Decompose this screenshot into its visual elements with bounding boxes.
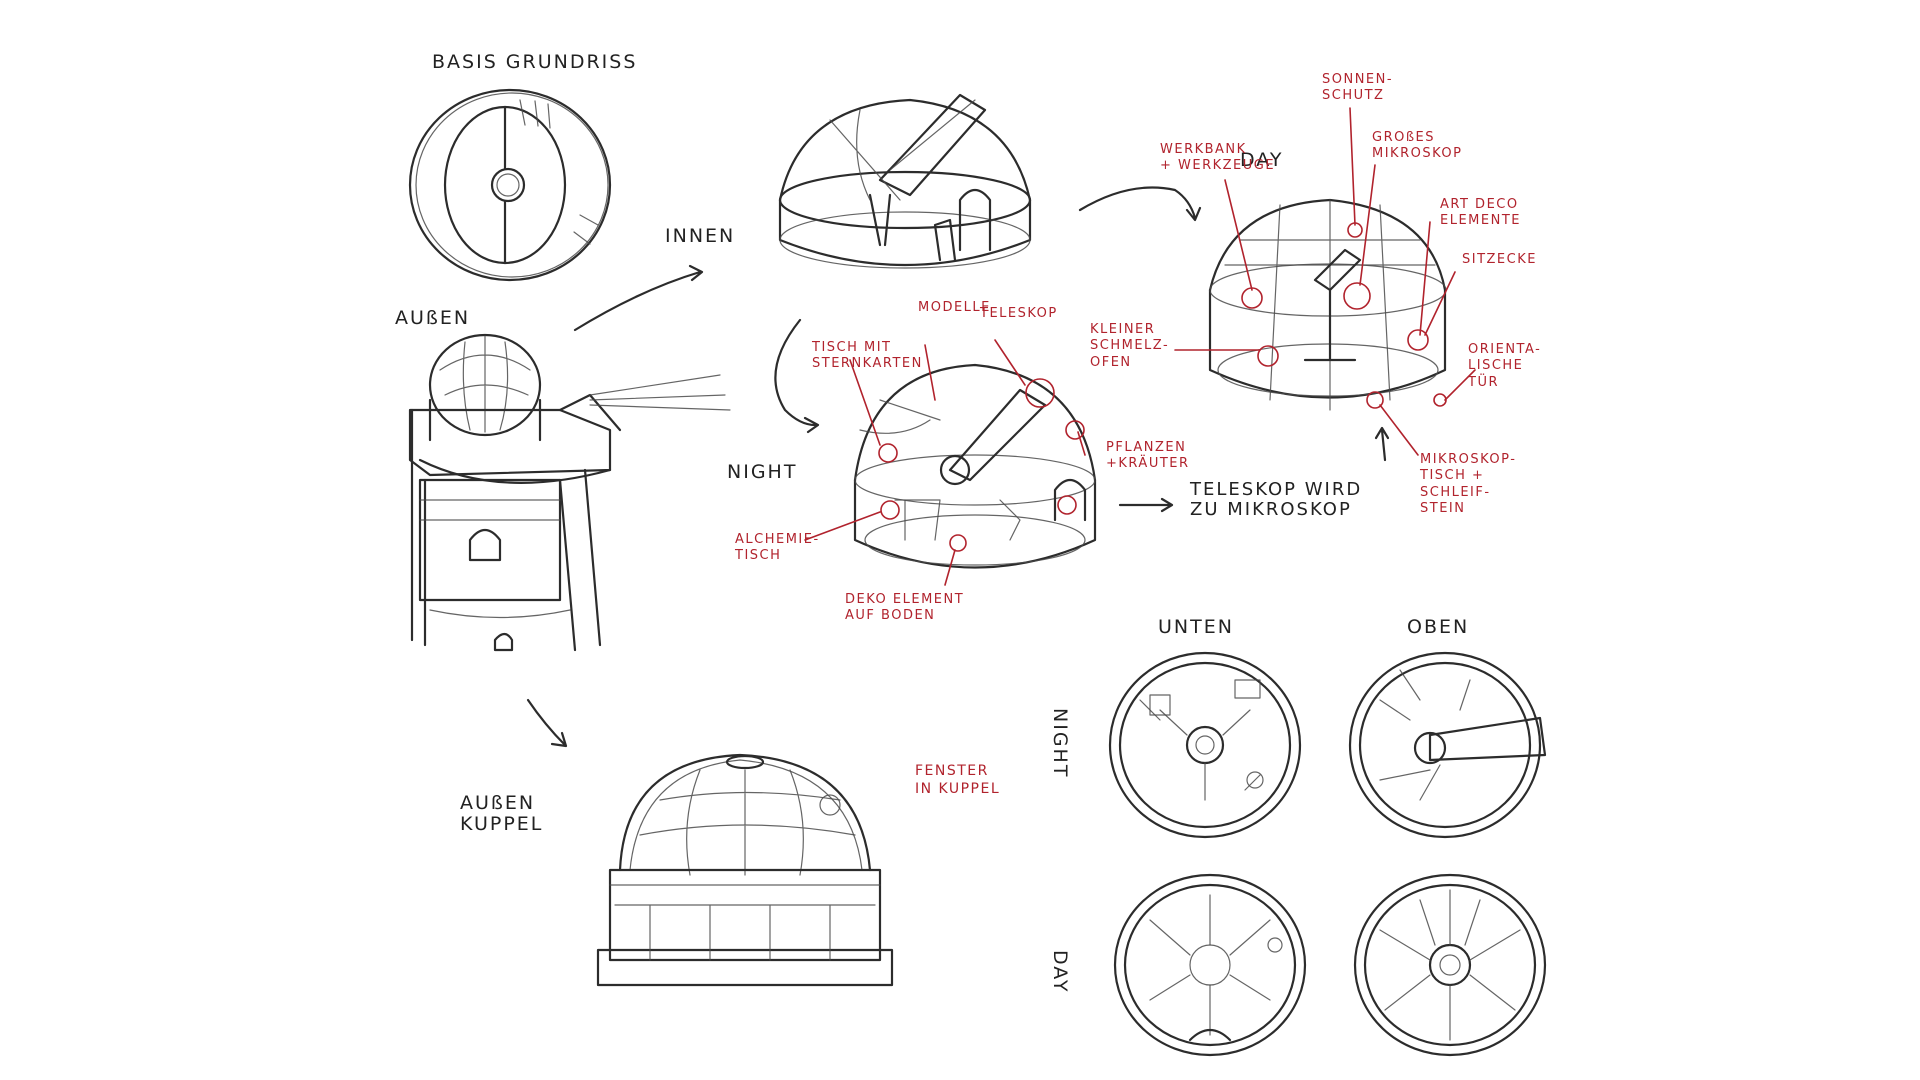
night-dome-sketch <box>804 339 1097 586</box>
label-day-vertical: DAY <box>1049 950 1071 994</box>
label-basis-grundriss: BASIS GRUNDRISS <box>432 51 638 73</box>
arrow-up-mikroskop <box>1374 426 1390 462</box>
note-orientalische-tuer: ORIENTA- LISCHE TÜR <box>1468 342 1542 390</box>
floor-plan-sketch <box>408 88 612 282</box>
label-aussen-kuppel: AUßEN KUPPEL <box>460 792 544 835</box>
note-fenster: FENSTER IN KUPPEL <box>915 763 1001 797</box>
label-night: NIGHT <box>727 461 798 483</box>
arrow-kuppel <box>526 698 568 748</box>
plan-day-oben <box>1353 873 1547 1057</box>
note-mikroskoptisch: MIKROSKOP- TISCH + SCHLEIF- STEIN <box>1420 452 1517 516</box>
note-pflanzen: PFLANZEN +KRÄUTER <box>1106 440 1190 472</box>
note-werkbank: WERKBANK + WERKZEUGE <box>1160 142 1276 174</box>
label-innen: INNEN <box>665 225 736 247</box>
plan-night-unten <box>1108 651 1302 839</box>
label-night-vertical: NIGHT <box>1049 708 1071 779</box>
plan-day-unten <box>1113 873 1307 1057</box>
arrow-day <box>1078 186 1202 222</box>
note-grosses-mikroskop: GROßES MIKROSKOP <box>1372 130 1463 162</box>
day-dome-sketch <box>1174 107 1476 456</box>
label-day: DAY <box>1240 149 1284 171</box>
note-kleiner-ofen: KLEINER SCHMELZ- OFEN <box>1090 322 1170 370</box>
note-art-deco: ART DECO ELEMENTE <box>1440 197 1521 229</box>
label-unten: UNTEN <box>1158 616 1234 638</box>
note-tisch-sternkarten: TISCH MIT STERNKARTEN <box>812 340 923 372</box>
note-teleskop: TELESKOP <box>980 306 1058 321</box>
label-oben: OBEN <box>1407 616 1470 638</box>
plan-night-oben <box>1348 651 1547 839</box>
note-deko: DEKO ELEMENT AUF BODEN <box>845 592 965 624</box>
dome-exterior-sketch <box>596 753 894 987</box>
note-modelle: MODELLE <box>918 300 991 315</box>
label-teleskop-wird: TELESKOP WIRD ZU MIKROSKOP <box>1190 479 1363 520</box>
label-aussen: AUßEN <box>395 307 471 329</box>
arrow-teleskop <box>1118 497 1174 513</box>
note-sonnenschutz: SONNEN- SCHUTZ <box>1322 72 1394 104</box>
note-alchemie: ALCHEMIE- TISCH <box>735 532 820 564</box>
arrow-night <box>774 318 820 434</box>
arrow-innen <box>573 264 704 332</box>
note-sitzecke: SITZECKE <box>1462 252 1537 267</box>
dome-interior-sketch <box>778 93 1032 269</box>
tower-exterior-sketch <box>408 333 731 652</box>
